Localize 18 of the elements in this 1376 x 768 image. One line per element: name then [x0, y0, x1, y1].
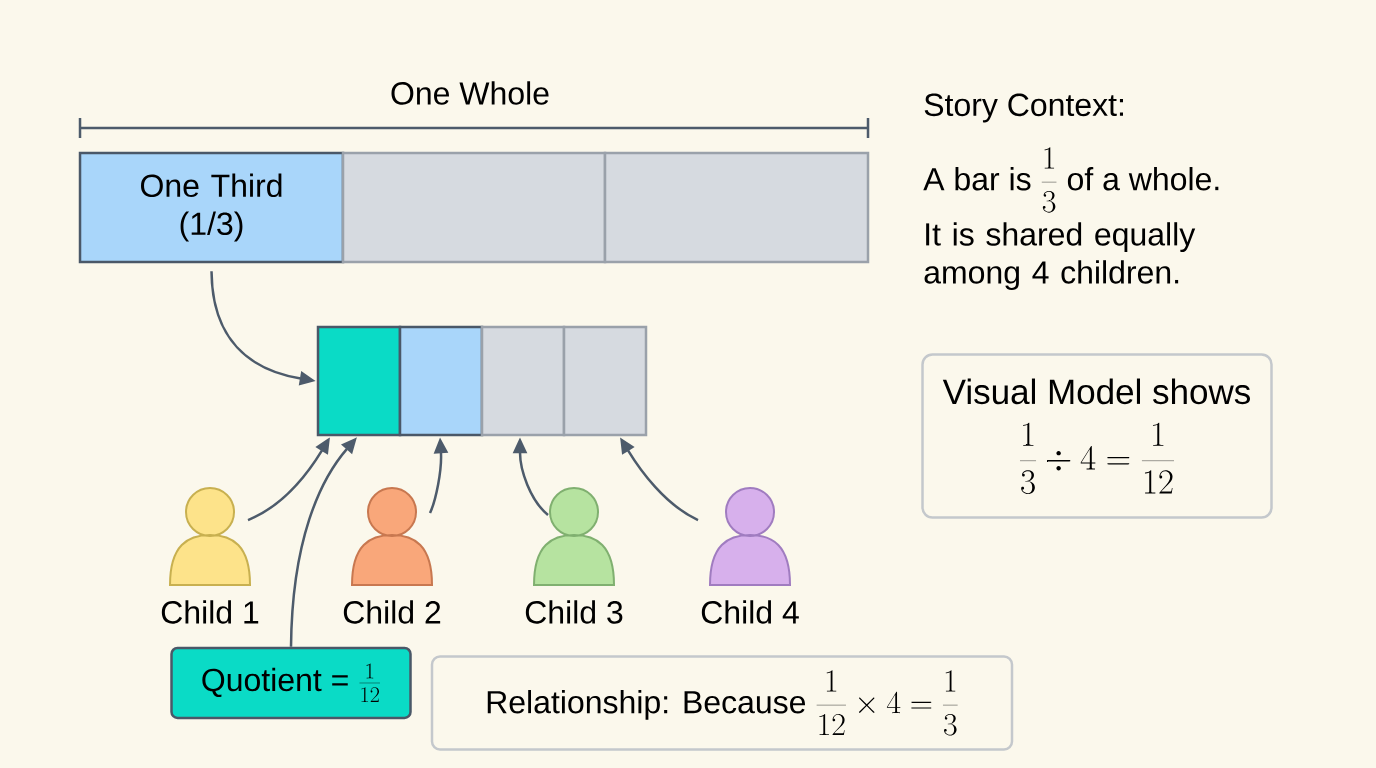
relationship-box: Relationship: Because $\frac{1}{12} \times 4 = \frac{1}{3}$: [430, 655, 1014, 751]
bar-segment: [341, 151, 607, 264]
quotient-box: Quotient = $\frac{1}{12}$: [170, 646, 412, 720]
dimension-label: One Whole: [391, 81, 549, 105]
story-sentence: It is shared equally among 4 children.: [924, 222, 1196, 290]
child-label: Child 3: [525, 600, 623, 624]
child-label: Child 4: [701, 600, 799, 624]
model-box: Visual Model shows $\frac{1}{3} \div 4 = \frac{1}{12}$: [921, 353, 1273, 519]
child-label: Child 1: [161, 600, 259, 624]
bar-segment: [603, 151, 870, 264]
bar-piece: [398, 325, 484, 437]
child-label: Child 2: [343, 600, 441, 624]
bar-piece: [562, 325, 648, 437]
story-sentence: A bar is $\frac{1}{3}$ of a whole.: [923, 147, 1219, 213]
heading: Story Context:: [924, 93, 1123, 123]
bar-piece: [480, 325, 566, 437]
bar-segment: One Third (1/3): [78, 151, 345, 264]
bar-piece: [316, 325, 402, 437]
